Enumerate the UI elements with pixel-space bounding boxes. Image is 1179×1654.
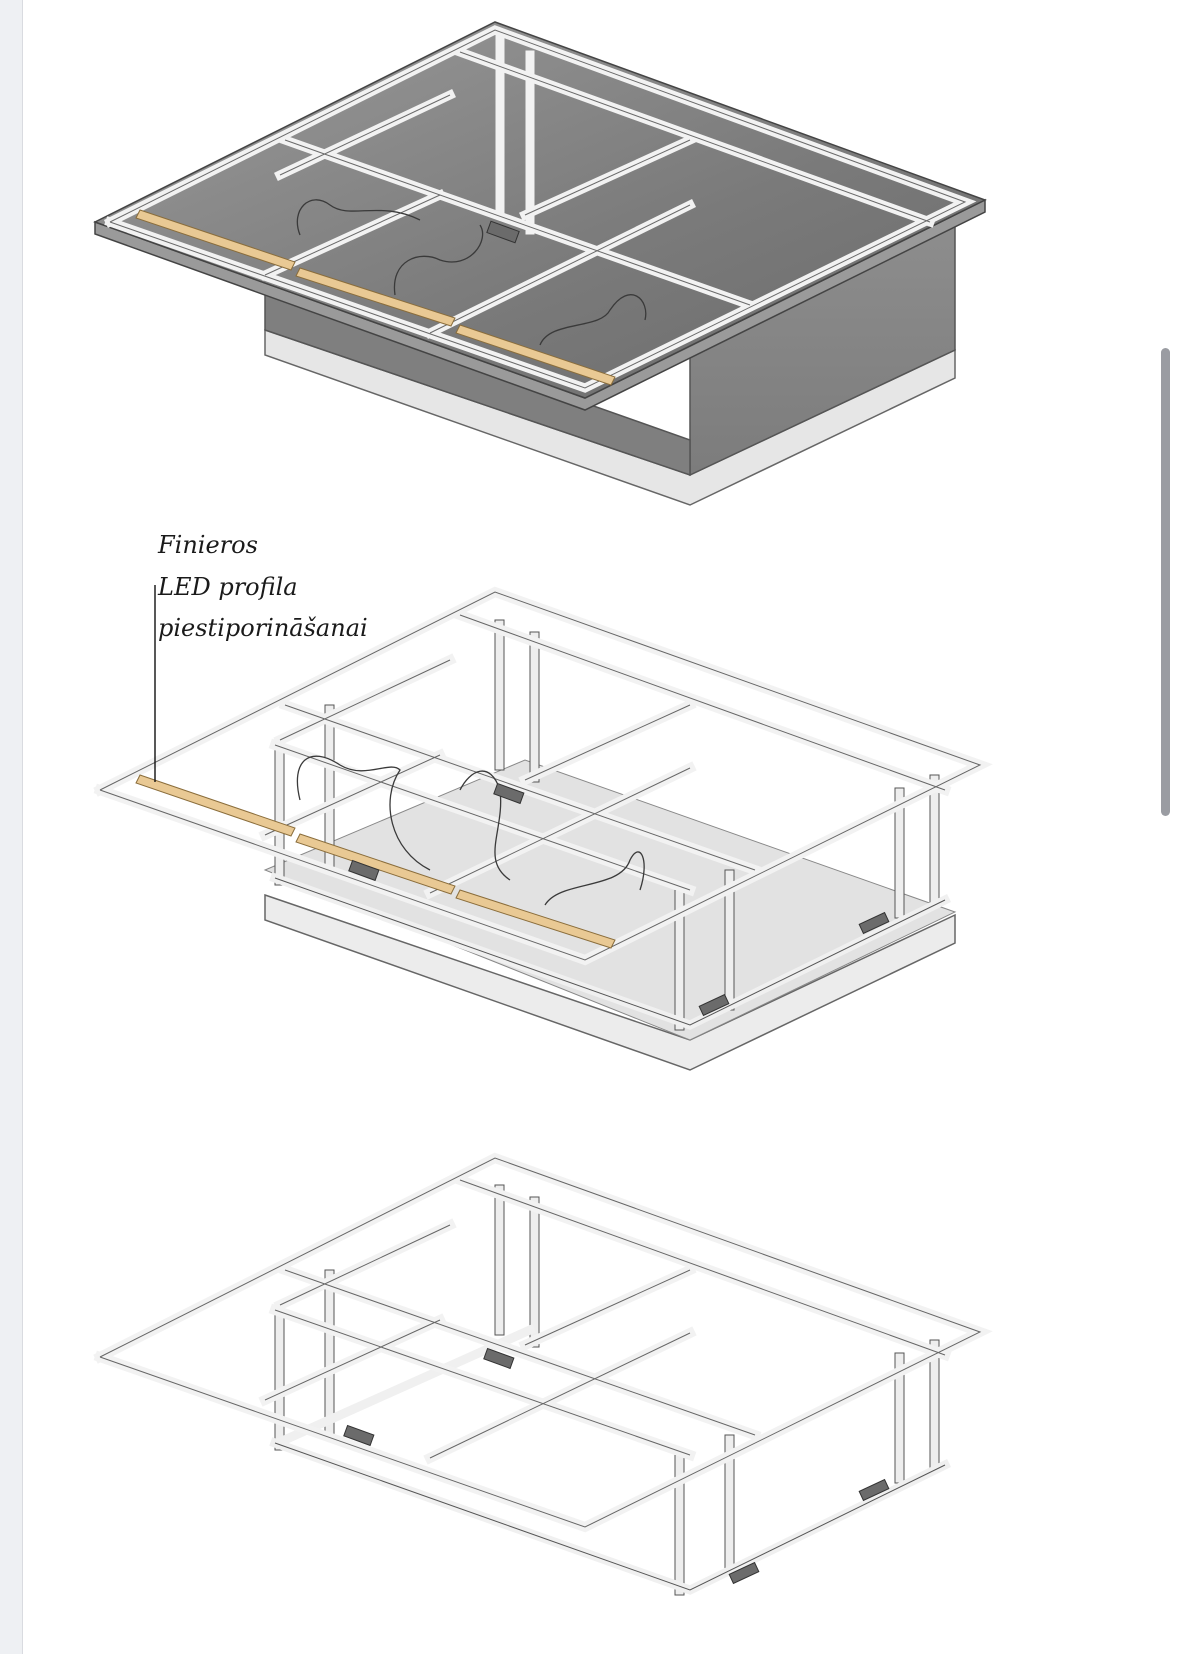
plywood-strip: [455, 324, 616, 386]
top-frame: [93, 1152, 993, 1533]
annotation-line-3: piestiporināšanai: [158, 614, 368, 642]
scrollbar-thumb[interactable]: [1161, 348, 1170, 816]
assembly-view-closed: [93, 21, 987, 506]
vertical-posts: [274, 1184, 940, 1596]
plywood-strip: [295, 833, 456, 895]
bracket-plate: [486, 220, 520, 244]
plywood-strip: [295, 267, 456, 327]
plywood-strips: [135, 209, 616, 386]
floor-panel: [263, 759, 957, 1041]
plywood-strip: [135, 209, 296, 271]
annotation-line-2: LED profila: [157, 573, 298, 601]
plywood-strips: [135, 774, 616, 949]
bracket-plates: [348, 782, 890, 1017]
vertical-posts: [274, 619, 940, 1031]
plywood-strip: [135, 774, 296, 837]
assembly-view-bare-frame: [93, 1152, 993, 1596]
led-wires: [296, 199, 647, 346]
annotation-line-1: Finieros: [157, 531, 258, 559]
bracket-plates: [343, 1347, 890, 1585]
plywood-strip: [455, 889, 616, 949]
assembly-view-partial: [93, 585, 993, 1071]
